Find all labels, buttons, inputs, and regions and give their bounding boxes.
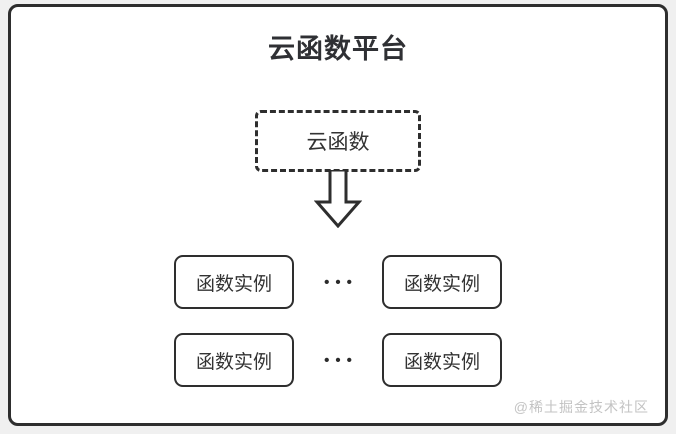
watermark: @稀土掘金技术社区: [513, 399, 649, 415]
function-instance-node: 函数实例: [174, 255, 294, 309]
instance-grid: 函数实例 ••• 函数实例 函数实例 ••• 函数实例: [11, 255, 665, 387]
instance-row: 函数实例 ••• 函数实例: [11, 333, 665, 387]
cloud-function-node: 云函数: [255, 110, 421, 172]
ellipsis-separator: •••: [324, 273, 358, 291]
down-arrow-icon: [313, 168, 363, 229]
ellipsis-separator: •••: [324, 351, 358, 369]
page-title: 云函数平台: [268, 34, 408, 64]
function-instance-label: 函数实例: [403, 351, 480, 373]
function-instance-node: 函数实例: [382, 333, 502, 387]
function-instance-label: 函数实例: [195, 273, 272, 295]
cloud-function-label: 云函数: [306, 131, 370, 154]
function-instance-node: 函数实例: [382, 255, 502, 309]
function-instance-label: 函数实例: [403, 273, 480, 295]
arrow-container: [11, 168, 665, 229]
instance-row: 函数实例 ••• 函数实例: [11, 255, 665, 309]
function-instance-node: 函数实例: [174, 333, 294, 387]
platform-frame: 云函数平台 云函数 函数实例 ••• 函数实例 函数实例: [8, 4, 668, 426]
function-instance-label: 函数实例: [195, 351, 272, 373]
